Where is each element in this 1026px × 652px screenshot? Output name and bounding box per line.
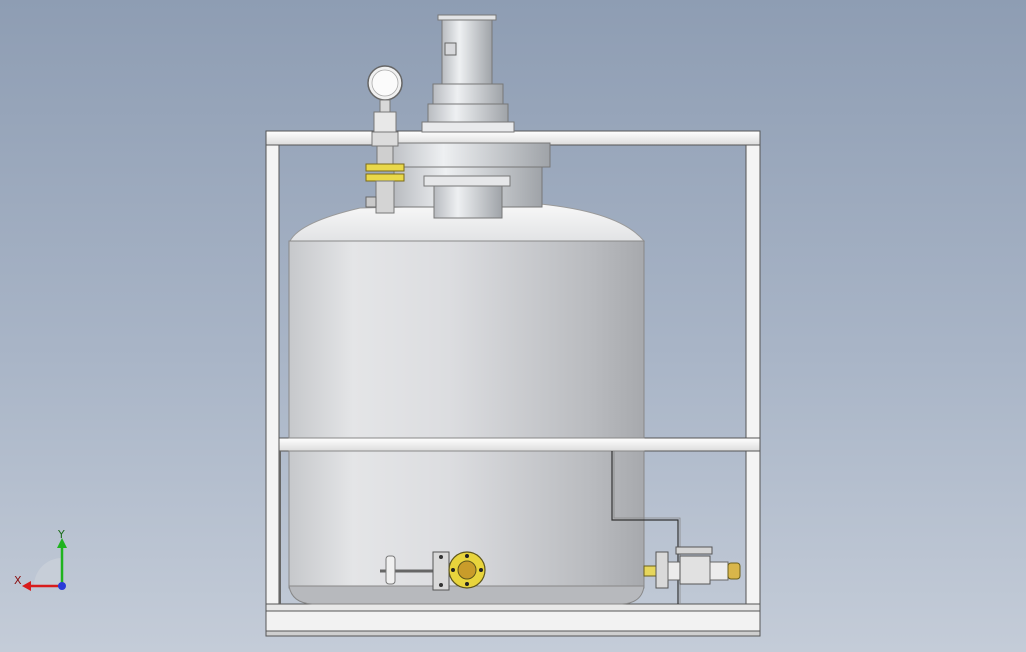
lid-nozzle[interactable] [433, 185, 503, 219]
frame-base-bottom[interactable] [265, 630, 761, 637]
bottom-valve-left[interactable] [380, 551, 486, 591]
z-axis-origin [58, 582, 66, 590]
lid-nozzle-flange[interactable] [423, 175, 511, 187]
valve-handle[interactable] [675, 546, 713, 555]
agitator-assembly[interactable] [385, 14, 551, 219]
lid-flange[interactable] [385, 142, 551, 168]
ball-valve-right[interactable] [643, 546, 741, 589]
triad-quadrant [34, 558, 62, 586]
tank-bottom-head[interactable] [288, 585, 645, 605]
gauge-yellow-flange-1[interactable] [365, 163, 405, 172]
tank[interactable] [288, 203, 646, 605]
gauge-yellow-flange-2[interactable] [365, 173, 405, 182]
frame-left-post[interactable] [265, 144, 280, 606]
support-frame[interactable] [265, 130, 761, 637]
frame-right-post[interactable] [745, 144, 761, 606]
frame-base-top[interactable] [265, 603, 761, 612]
motor-terminal-box[interactable] [444, 42, 457, 56]
frame-base-plate[interactable] [265, 610, 761, 632]
tank-shell-upper[interactable] [288, 240, 645, 439]
x-axis-label: X [14, 574, 22, 587]
frame-middle-beam[interactable] [278, 437, 761, 452]
pressure-gauge-assembly[interactable] [365, 65, 405, 214]
valve-body[interactable] [679, 555, 711, 585]
frame-left-post-front[interactable] [279, 451, 281, 604]
y-axis-label: Y [57, 528, 65, 541]
orientation-triad: Y X [14, 528, 67, 591]
